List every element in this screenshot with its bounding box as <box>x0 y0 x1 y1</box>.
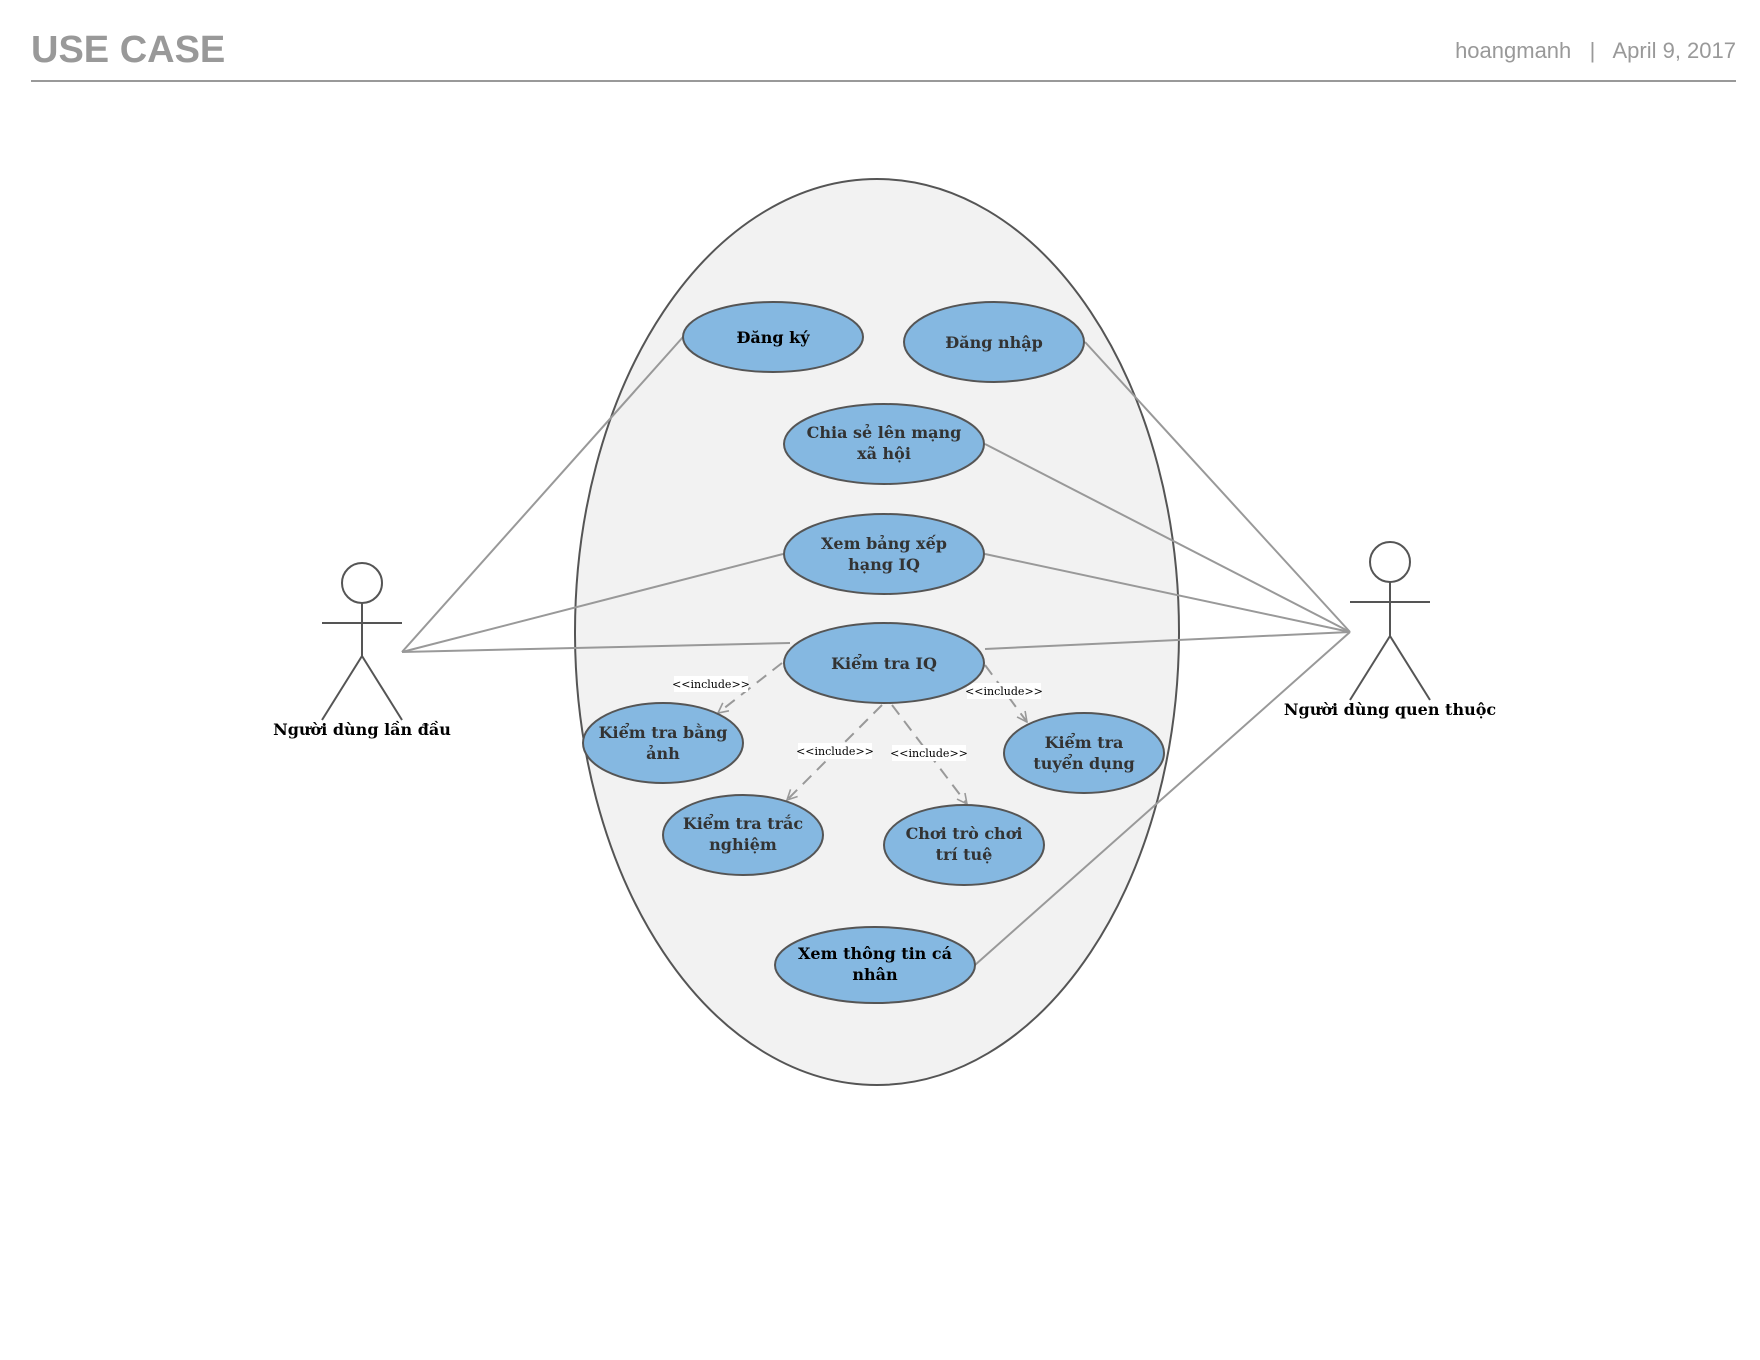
use-case-label-line2: nghiệm <box>709 835 777 854</box>
use-case-image-test[interactable]: Kiểm tra bằng ảnh <box>582 702 744 784</box>
association-line <box>401 336 684 653</box>
use-case-label-line1: Xem bảng xếp <box>821 534 947 553</box>
use-case-label-line2: trí tuệ <box>936 845 993 864</box>
include-label-bg <box>798 743 872 759</box>
actor-first-time-user[interactable]: Người dùng lần đầu <box>273 562 451 739</box>
author-name: hoangmanh <box>1455 38 1572 63</box>
document-date: April 9, 2017 <box>1612 38 1736 63</box>
include-label-bg <box>967 683 1041 699</box>
use-case-label-line1: Kiểm tra trắc <box>683 812 804 833</box>
association-line <box>984 553 1351 633</box>
use-case-login[interactable]: Đăng nhập <box>903 301 1085 383</box>
use-case-label: Đăng ký <box>736 328 810 347</box>
use-case-recruit-test[interactable]: Kiểm tra tuyển dụng <box>1003 712 1165 794</box>
include-label-bg <box>674 676 748 692</box>
use-case-shape <box>662 794 824 876</box>
use-case-shape <box>903 301 1085 383</box>
use-case-view-profile[interactable]: Xem thông tin cá nhân <box>774 926 976 1004</box>
use-case-label-line2: ảnh <box>646 744 680 763</box>
use-case-label: Đăng nhập <box>945 333 1043 352</box>
include-arrow-image-test <box>718 662 783 713</box>
include-label: <<include>> <box>672 678 750 691</box>
association-line <box>984 443 1351 633</box>
stick-figure-icon <box>321 562 403 721</box>
use-case-shape <box>682 301 864 373</box>
use-case-label-line1: Kiểm tra bằng <box>599 721 728 742</box>
use-case-label-line2: hạng IQ <box>848 555 920 574</box>
page-header: USE CASE hoangmanh | April 9, 2017 <box>31 20 1736 82</box>
use-case-shape <box>1003 712 1165 794</box>
actor-label: Người dùng lần đầu <box>273 720 451 739</box>
use-case-label-line1: Kiểm tra <box>1045 731 1124 752</box>
use-case-shape <box>783 513 985 595</box>
use-case-shape <box>582 702 744 784</box>
include-label: <<include>> <box>890 747 968 760</box>
include-label: <<include>> <box>965 685 1043 698</box>
include-labels: <<include>> <<include>> <<include>> <<in… <box>672 676 1043 761</box>
use-case-shape <box>774 926 976 1004</box>
actor-familiar-user[interactable]: Người dùng quen thuộc <box>1284 541 1497 719</box>
include-label: <<include>> <box>796 745 874 758</box>
use-case-label-line2: nhân <box>852 965 898 984</box>
use-case-label-line2: tuyển dụng <box>1033 752 1134 773</box>
actor-label: Người dùng quen thuộc <box>1284 700 1497 719</box>
use-case-label-line1: Xem thông tin cá <box>798 944 952 963</box>
first-user-associations <box>401 336 791 653</box>
association-line <box>1084 341 1351 633</box>
association-line <box>984 631 1351 650</box>
use-case-quiz-test[interactable]: Kiểm tra trắc nghiệm <box>662 794 824 876</box>
use-case-label-line2: xã hội <box>857 444 911 463</box>
include-label-bg <box>892 745 966 761</box>
use-case-register[interactable]: Đăng ký <box>682 301 864 373</box>
use-case-label-line1: Chơi trò chơi <box>906 824 1023 843</box>
include-arrow-recruit-test <box>984 664 1027 722</box>
use-case-label: Kiểm tra IQ <box>831 652 937 673</box>
association-line <box>401 642 791 653</box>
use-case-iq-test[interactable]: Kiểm tra IQ <box>783 622 985 704</box>
use-case-share-social[interactable]: Chia sẻ lên mạng xã hội <box>783 403 985 485</box>
use-case-shape <box>883 804 1045 886</box>
familiar-user-associations <box>974 341 1351 966</box>
use-case-label-line1: Chia sẻ lên mạng <box>807 423 962 442</box>
header-meta: hoangmanh | April 9, 2017 <box>1455 38 1736 64</box>
header-separator: | <box>1589 38 1596 63</box>
use-case-iq-ranking[interactable]: Xem bảng xếp hạng IQ <box>783 513 985 595</box>
association-line <box>401 553 784 653</box>
association-line <box>974 631 1351 966</box>
stick-figure-icon <box>1349 541 1431 701</box>
use-case-shape <box>783 403 985 485</box>
use-case-shape <box>783 622 985 704</box>
page-title: USE CASE <box>31 29 226 71</box>
use-case-brain-game[interactable]: Chơi trò chơi trí tuệ <box>883 804 1045 886</box>
